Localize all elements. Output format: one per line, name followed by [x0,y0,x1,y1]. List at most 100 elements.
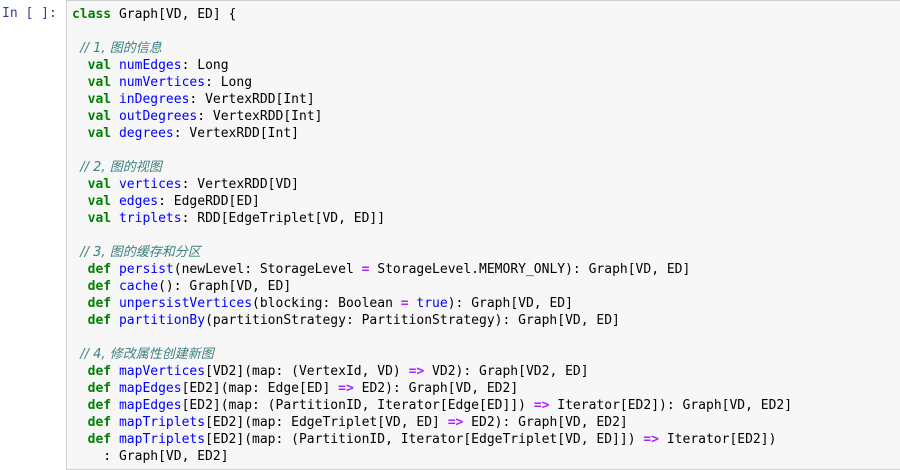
code-text-token [111,432,119,447]
keyword-token: def [72,296,112,311]
code-content[interactable]: class Graph[VD, ED] { // 1, 图的信息 val num… [72,6,792,465]
comment-token: // 2, 图的视图 [72,160,162,175]
identifier-token: mapVertices [118,364,206,379]
identifier-token: persist [118,262,174,277]
code-text-token: StorageLevel.MEMORY_ONLY): Graph[VD, ED] [369,262,691,277]
code-text-token: : VertexRDD[Int] [189,92,315,107]
keyword-token: val [72,75,112,90]
identifier-token: cache [118,279,159,294]
keyword-token: val [72,58,112,73]
code-line: val inDegrees: VertexRDD[Int] [72,91,792,108]
code-text-token [111,381,119,396]
code-text-token: ): Graph[VD, ED] [447,296,573,311]
code-line: def persist(newLevel: StorageLevel = Sto… [72,261,792,278]
code-line [72,329,792,346]
keyword-token: def [72,415,112,430]
code-line: def mapEdges[ED2](map: (PartitionID, Ite… [72,397,792,414]
keyword-token: def [72,381,112,396]
code-text-token [111,279,119,294]
keyword-token: def [72,364,112,379]
operator-token: => [338,381,354,396]
identifier-token: inDegrees [118,92,190,107]
comment-token: // 1, 图的信息 [72,41,162,56]
keyword-token: val [72,211,112,226]
code-text-token: [ED2](map: Edge[ED] [181,381,339,396]
keyword-token: def [72,262,112,277]
identifier-token: unpersistVertices [118,296,253,311]
code-line: // 2, 图的视图 [72,159,792,176]
code-line: // 4, 修改属性创建新图 [72,346,792,363]
identifier-token: edges [118,194,159,209]
code-text-token [111,92,119,107]
code-text-token [111,75,119,90]
code-text-token [111,58,119,73]
code-line: val numEdges: Long [72,57,792,74]
code-line: val edges: EdgeRDD[ED] [72,193,792,210]
code-text-token: [VD2](map: (VertexId, VD) [205,364,409,379]
code-text-token [111,194,119,209]
input-prompt: In [ ]: [2,6,57,21]
code-line: val outDegrees: VertexRDD[Int] [72,108,792,125]
comment-token: // 3, 图的缓存和分区 [72,245,201,260]
code-text-token [111,415,119,430]
operator-token: => [408,364,425,379]
code-text-token: : RDD[EdgeTriplet[VD, ED]] [181,211,386,226]
code-text-token: : VertexRDD[Int] [173,126,299,141]
keyword-token: def [72,313,112,328]
code-line [72,227,792,244]
code-line [72,23,792,40]
comment-token: // 4, 修改属性创建新图 [72,347,214,362]
code-line: class Graph[VD, ED] { [72,6,792,23]
keyword-token: class [72,7,112,22]
code-text-token: (blocking: Boolean [252,296,401,311]
code-text-token: VD2): Graph[VD2, ED] [424,364,589,379]
code-line [72,142,792,159]
operator-token: = [361,262,370,277]
code-text-token [111,211,119,226]
code-text-token [111,313,119,328]
code-text-token: [ED2](map: (PartitionID, Iterator[Edge[E… [181,398,534,413]
code-text-token: : Graph[VD, ED2] [72,449,229,464]
code-text-token: : VertexRDD[Int] [197,109,323,124]
code-line: def mapTriplets[ED2](map: (PartitionID, … [72,431,792,448]
code-text-token: ED2): Graph[VD, ED2] [463,415,628,430]
code-line: def mapTriplets[ED2](map: EdgeTriplet[VD… [72,414,792,431]
keyword-token: val [72,92,112,107]
identifier-token: mapEdges [118,398,182,413]
code-line: def unpersistVertices(blocking: Boolean … [72,295,792,312]
operator-token: => [533,398,550,413]
code-text-token: Iterator[ED2]) [659,432,777,447]
identifier-token: degrees [118,126,174,141]
keyword-token: val [72,177,112,192]
code-editor[interactable]: class Graph[VD, ED] { // 1, 图的信息 val num… [66,0,900,470]
code-text-token: : EdgeRDD[ED] [158,194,260,209]
code-line: def mapVertices[VD2](map: (VertexId, VD)… [72,363,792,380]
code-line: val triplets: RDD[EdgeTriplet[VD, ED]] [72,210,792,227]
code-text-token: ED2): Graph[VD, ED2] [353,381,519,396]
identifier-token: partitionBy [118,313,206,328]
code-text-token: (newLevel: StorageLevel [173,262,362,277]
code-text-token [111,126,119,141]
identifier-token: numVertices [118,75,206,90]
identifier-token: numEdges [118,58,182,73]
code-text-token [111,109,119,124]
operator-token: => [643,432,660,447]
code-text-token: [ED2](map: (PartitionID, Iterator[EdgeTr… [205,432,644,447]
keyword-token: def [72,398,112,413]
code-text-token: : Long [181,58,229,73]
code-text-token [111,364,119,379]
code-line: def cache(): Graph[VD, ED] [72,278,792,295]
constant-token: true [416,296,448,311]
code-text-token: : Long [205,75,253,90]
keyword-token: def [72,279,112,294]
identifier-token: mapTriplets [118,415,206,430]
identifier-token: vertices [118,177,182,192]
code-line: // 1, 图的信息 [72,40,792,57]
code-line: def mapEdges[ED2](map: Edge[ED] => ED2):… [72,380,792,397]
code-text-token [111,398,119,413]
code-line: def partitionBy(partitionStrategy: Parti… [72,312,792,329]
code-text-token: : VertexRDD[VD] [181,177,299,192]
keyword-token: val [72,109,112,124]
code-text-token: (): Graph[VD, ED] [158,279,292,294]
